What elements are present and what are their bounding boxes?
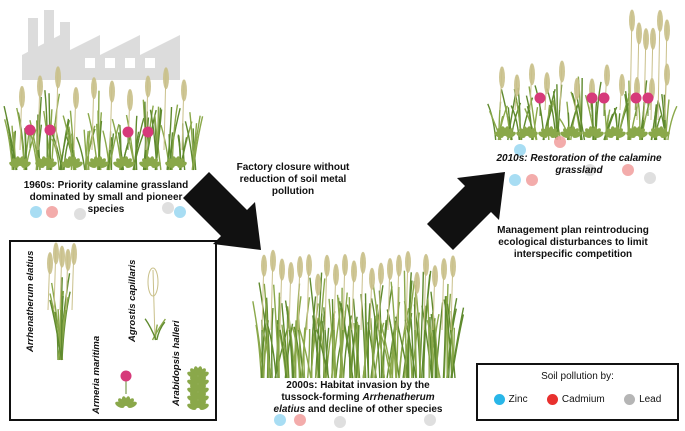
label-1960s: 1960s: Priority calamine grassland domin…: [23, 180, 189, 215]
species-key-box: Arrhenatherum elatius Armeria maritima A…: [9, 240, 217, 421]
scene-1960s-grassland: [3, 66, 204, 171]
factory-icon: [22, 10, 180, 80]
label-2010s: 2010s: Restoration of the calamine grass…: [496, 153, 662, 176]
label-factory-closure: Factory closure without reduction of soi…: [236, 162, 350, 197]
legend-item-cadmium: Cadmium: [546, 394, 605, 405]
soil-pollution-dots: [30, 136, 656, 428]
zinc-dot-icon: [493, 394, 505, 405]
species-label-arabidopsis: Arabidopsis halleri: [171, 320, 182, 406]
legend-box: Soil pollution by: Zinc Cadmium Lead: [476, 363, 679, 421]
species-label-agrostis: Agrostis capillaris: [127, 259, 138, 342]
lead-dot-icon: [624, 394, 636, 405]
label-management-plan: Management plan reintroducing ecological…: [497, 225, 649, 260]
cadmium-dot-icon: [546, 394, 558, 405]
species-label-arrhenatherum: Arrhenatherum elatius: [25, 250, 36, 352]
species-label-armeria: Armeria maritima: [91, 335, 102, 414]
legend-title: Soil pollution by:: [541, 371, 614, 382]
arrow-down-right-icon: [183, 172, 261, 250]
legend-item-lead: Lead: [624, 394, 661, 405]
scene-2010s-restoration: [487, 9, 678, 141]
arrow-up-right-icon: [427, 172, 505, 250]
species-illustrations: [47, 242, 209, 411]
legend-item-zinc: Zinc: [493, 394, 528, 405]
scene-2000s-invasion: [252, 249, 465, 379]
label-2000s: 2000s: Habitat invasion by the tussock-f…: [273, 380, 443, 415]
